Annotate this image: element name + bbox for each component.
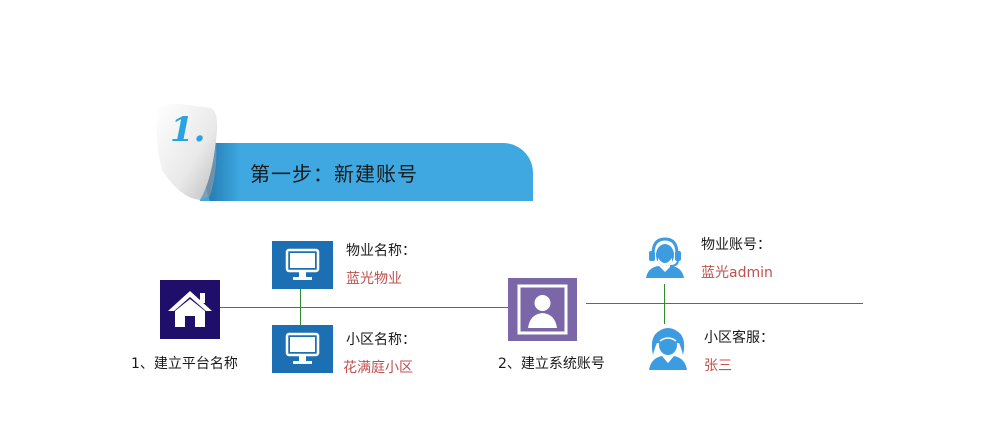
support-agent-icon: [646, 237, 684, 278]
step-number: 1.: [170, 110, 206, 150]
community-tile: [272, 325, 333, 373]
platform-tile: [160, 280, 220, 339]
connector-left: [220, 307, 508, 308]
system-caption: 2、建立系统账号: [498, 356, 605, 372]
platform-caption: 1、建立平台名称: [131, 356, 238, 372]
community-value: 花满庭小区: [343, 360, 413, 376]
account-label: 物业账号：: [701, 237, 771, 253]
account-value: 蓝光admin: [701, 265, 773, 281]
property-value: 蓝光物业: [346, 271, 402, 287]
property-tile: [272, 241, 333, 289]
step-title: 第一步：新建账号: [250, 162, 418, 186]
step-badge-curl: [156, 103, 240, 201]
home-icon: [168, 291, 212, 327]
monitor-icon: [285, 248, 320, 280]
community-label: 小区名称：: [346, 332, 416, 348]
connector-avatars: [664, 284, 665, 324]
connector-right: [586, 303, 863, 304]
property-label: 物业名称：: [346, 243, 416, 259]
customer-service-icon: [649, 328, 687, 370]
connector-monitors: [300, 289, 301, 329]
service-label: 小区客服：: [704, 330, 774, 346]
service-value: 张三: [704, 358, 732, 374]
monitor-icon: [285, 332, 320, 364]
system-tile: [508, 278, 577, 341]
step-banner: [200, 143, 533, 201]
user-portrait-icon: [517, 284, 568, 335]
